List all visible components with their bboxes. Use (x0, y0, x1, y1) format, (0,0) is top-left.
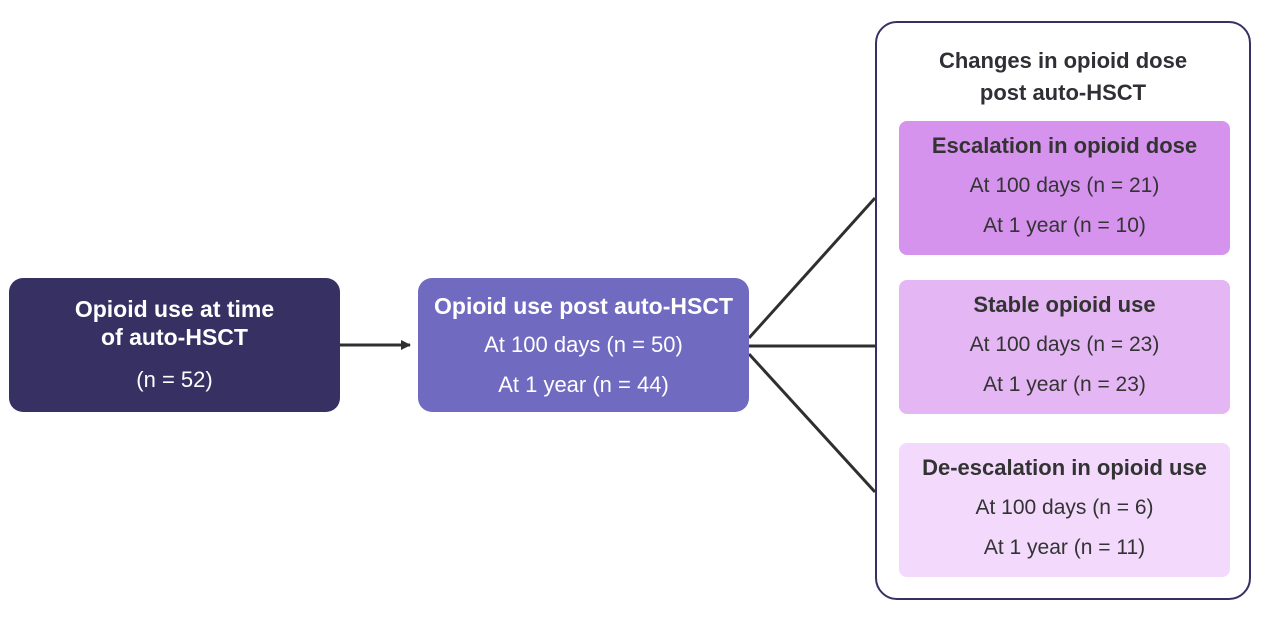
deescalation-title: De-escalation in opioid use (922, 455, 1207, 480)
post-hsct-100-days: At 100 days (n = 50) (484, 332, 683, 357)
deescalation-1-year: At 1 year (n = 11) (983, 536, 1146, 559)
dose-changes-title: Changes in opioid dose post auto-HSCT (877, 45, 1249, 109)
stable-100-days: At 100 days (n = 23) (969, 333, 1160, 356)
connector-to-escalation (747, 196, 877, 340)
baseline-count: (n = 52) (136, 367, 213, 392)
post-hsct-1-year: At 1 year (n = 44) (498, 372, 669, 397)
escalation-title: Escalation in opioid dose (931, 133, 1198, 158)
dose-changes-title-line1: Changes in opioid dose (938, 48, 1188, 73)
baseline-title-line2: of auto-HSCT (101, 324, 248, 350)
baseline-title-line1: Opioid use at time (74, 296, 275, 322)
deescalation-100-days: At 100 days (n = 6) (975, 496, 1154, 519)
escalation-1-year: At 1 year (n = 10) (983, 214, 1146, 237)
stable-1-year: At 1 year (n = 23) (983, 373, 1146, 396)
post-hsct-title: Opioid use post auto-HSCT (434, 293, 733, 319)
post-hsct-opioid-use-box: Opioid use post auto-HSCT At 100 days (n… (418, 278, 749, 412)
escalation-box: Escalation in opioid dose At 100 days (n… (899, 121, 1230, 255)
deescalation-box: De-escalation in opioid use At 100 days … (899, 443, 1230, 577)
dose-changes-title-line2: post auto-HSCT (979, 80, 1147, 105)
connector-to-deescalation (747, 352, 877, 494)
stable-title: Stable opioid use (973, 292, 1156, 317)
stable-box: Stable opioid use At 100 days (n = 23) A… (899, 280, 1230, 414)
escalation-100-days: At 100 days (n = 21) (969, 174, 1160, 197)
dose-changes-panel: Changes in opioid dose post auto-HSCT Es… (875, 21, 1251, 600)
baseline-opioid-use-box: Opioid use at time of auto-HSCT (n = 52) (9, 278, 340, 412)
